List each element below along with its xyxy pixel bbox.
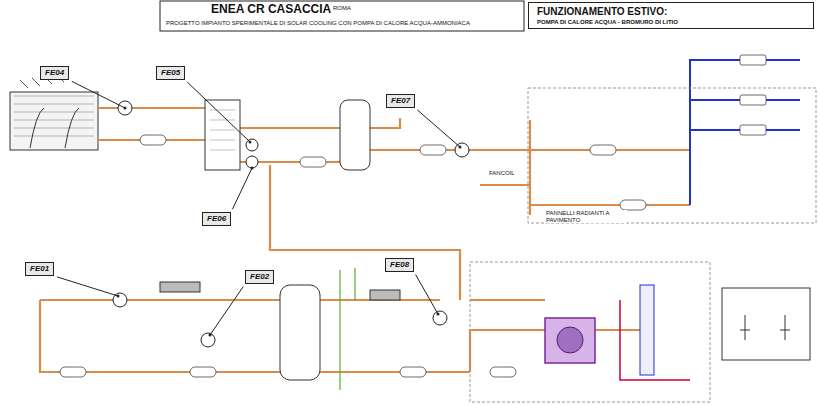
leader-dot [459, 146, 462, 149]
diagram-title: ENEA CR CASACCIA [210, 3, 332, 16]
callout-box: FE06 [202, 212, 231, 226]
leader-line [417, 110, 460, 147]
leader-dot [124, 107, 127, 110]
solar-collector [10, 74, 98, 150]
callout-number: FE07 [391, 97, 410, 105]
heat-exchanger [205, 100, 240, 170]
pipe-blue [690, 60, 800, 205]
leader-dot [437, 313, 440, 316]
zone-frame [470, 262, 710, 402]
flow-meter [60, 55, 766, 377]
leader-line [57, 277, 118, 296]
dry-cooler [160, 282, 200, 292]
zone-frame [528, 88, 816, 223]
mode-header: FUNZIONAMENTO ESTIVO: POMPA DI CALORE ACQ… [528, 2, 814, 29]
leader-dot [251, 167, 254, 170]
pipe-green [340, 268, 355, 390]
callout-box: FE02 [245, 270, 274, 284]
leader-line [187, 82, 250, 142]
leader-line [72, 81, 125, 108]
mode-title: FUNZIONAMENTO ESTIVO: [537, 6, 805, 17]
storage-tank [340, 100, 370, 170]
pump-symbol [113, 101, 469, 347]
callout-box: FE01 [25, 262, 54, 276]
callout-number: FE02 [250, 273, 269, 281]
callout-box: FE08 [385, 258, 414, 272]
leader-line [210, 286, 243, 335]
heat-exchanger [370, 290, 400, 300]
leader-line [416, 275, 438, 314]
leader-dot [117, 295, 120, 298]
note-label: FANCOIL [488, 170, 516, 177]
callout-number: FE05 [161, 69, 180, 77]
callout-number: FE04 [45, 69, 64, 77]
callout-box: FE05 [156, 66, 185, 80]
absorption-unit [545, 318, 595, 363]
leader-line [232, 168, 252, 209]
callout-number: FE01 [30, 265, 49, 273]
callout-number: FE06 [207, 215, 226, 223]
note-label: PANNELLI RADIANTI A PAVIMENTO [545, 210, 627, 223]
callout-box: FE07 [386, 94, 415, 108]
legend-frame [722, 288, 810, 360]
title-frame [160, 1, 524, 31]
note-label: PROGETTO IMPIANTO SPERIMENTALE DI SOLAR … [165, 20, 471, 27]
storage-tank [280, 285, 320, 380]
callout-number: FE08 [390, 261, 409, 269]
cooling-tower [620, 285, 690, 380]
leader-dot [209, 334, 212, 337]
leader-dot [249, 141, 252, 144]
note-label: ROMA [332, 5, 352, 12]
mode-note: POMPA DI CALORE ACQUA - BROMURO DI LITIO [537, 19, 805, 25]
callout-box: FE04 [40, 66, 69, 80]
symbol-key [740, 315, 790, 340]
